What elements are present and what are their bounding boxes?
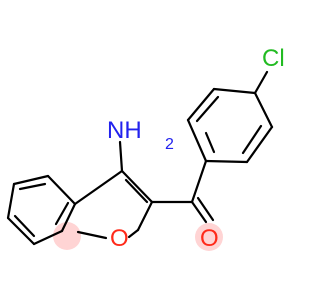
furan-ring [73, 169, 154, 240]
molecule-canvas: NH 2 O O Cl [6, 45, 285, 252]
chlorine-bond [253, 70, 269, 95]
benzo-ring [6, 174, 77, 246]
amine-bond [118, 140, 124, 173]
ring-oxygen-highlight [53, 222, 81, 250]
carbonyl-group [150, 196, 215, 224]
ring-oxygen-label: O [110, 225, 129, 252]
chlorophenyl-ring [186, 87, 274, 204]
amine-subscript: 2 [165, 136, 174, 153]
chlorine-label: Cl [262, 45, 285, 72]
carbonyl-oxygen-highlight [195, 223, 223, 251]
structure-drawing: NH 2 O O Cl [6, 45, 285, 252]
carbonyl-oxygen-label: O [200, 225, 219, 252]
amine-label: NH [107, 117, 142, 144]
